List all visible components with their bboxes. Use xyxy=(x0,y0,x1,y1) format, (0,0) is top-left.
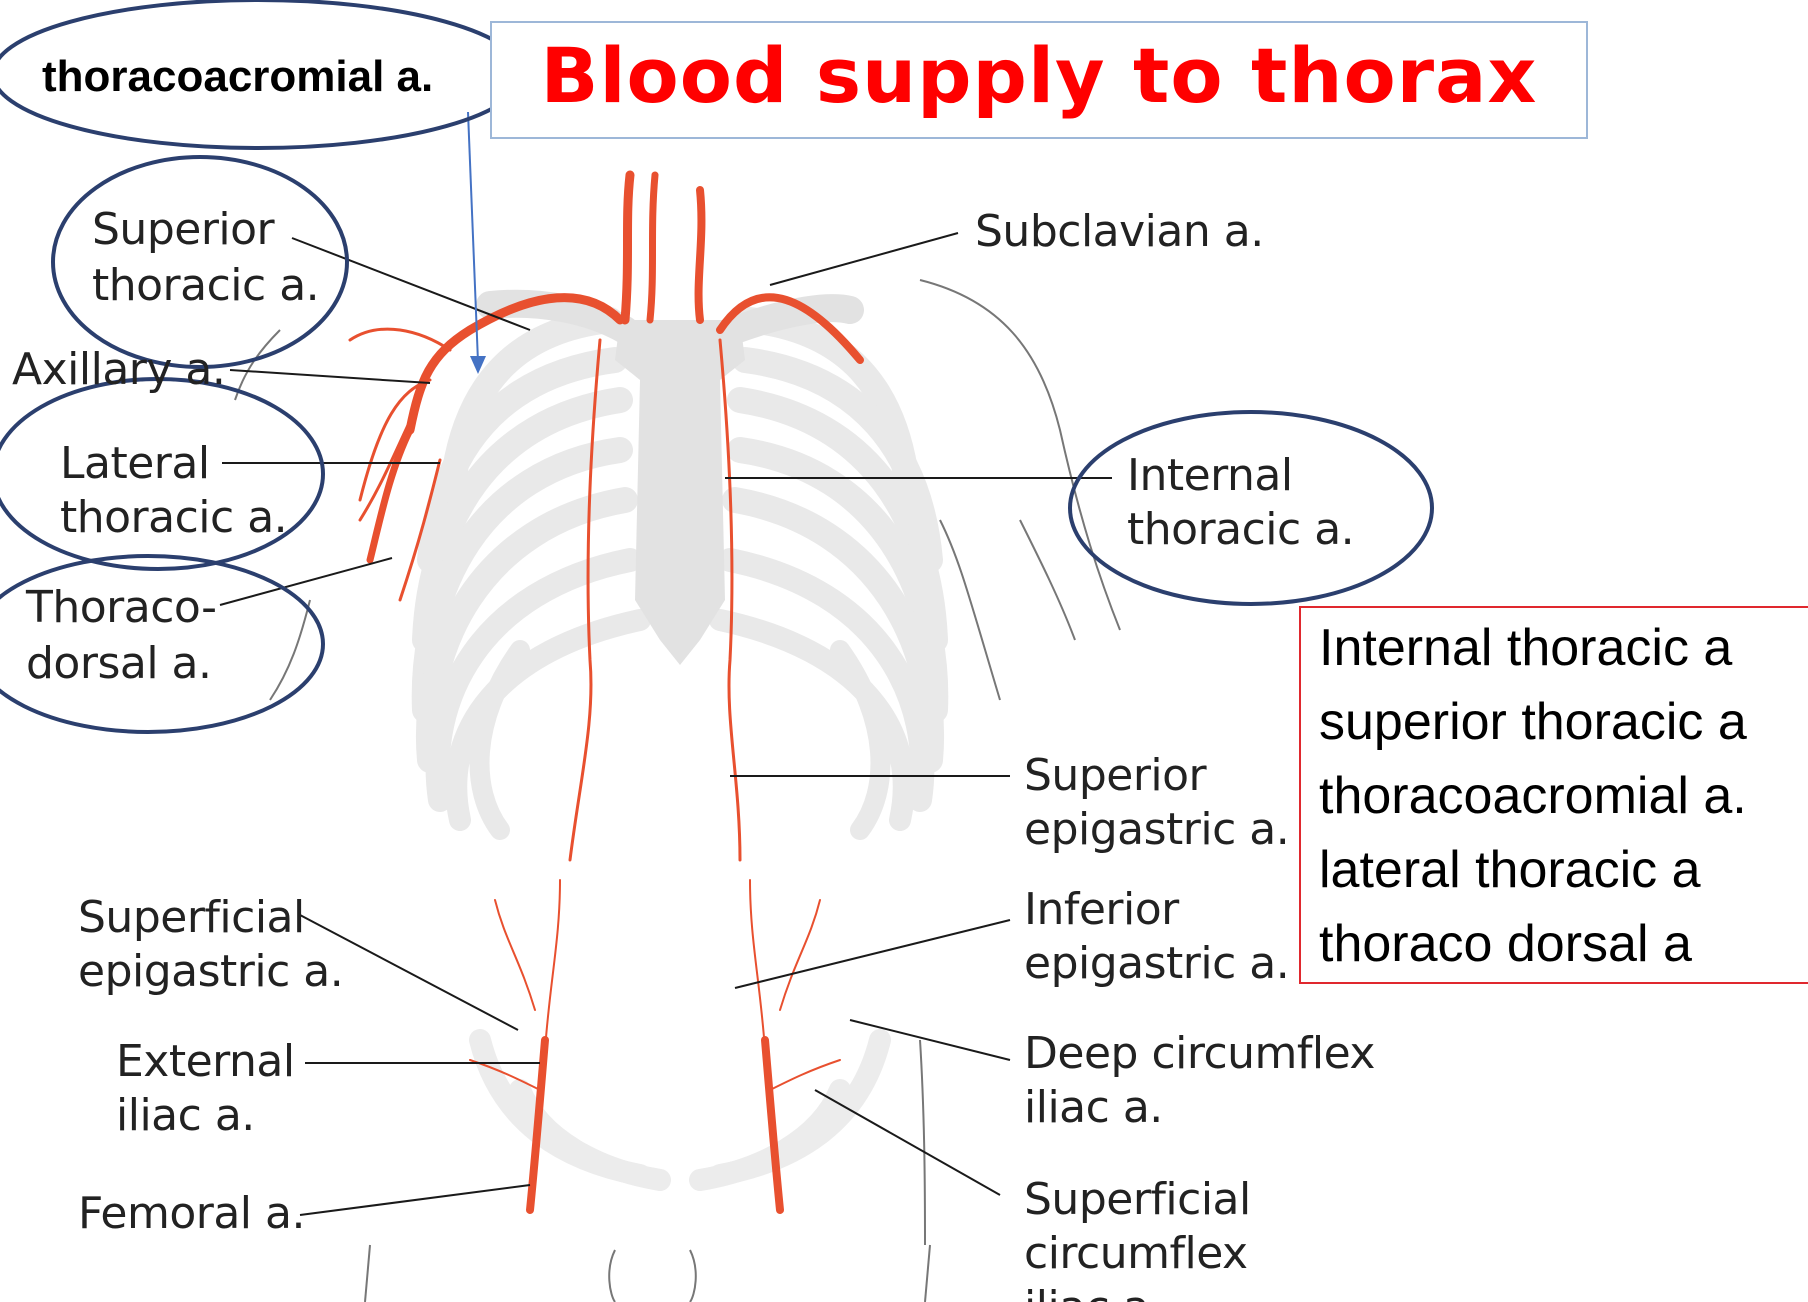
label-internal-thoracic-line1: Internal xyxy=(1127,450,1293,501)
thoracoacromial-arrow xyxy=(467,111,479,363)
note-line: Internal thoracic a xyxy=(1319,619,1733,677)
sternum xyxy=(615,320,745,665)
label-lateral-thoracic-line1: Lateral xyxy=(60,438,210,489)
label-superficial-circumflex-iliac-line1: Superficial xyxy=(1024,1174,1251,1225)
label-superior-thoracic-line1: Superior xyxy=(92,204,275,255)
arrowhead-icon xyxy=(470,356,486,374)
label-subclavian: Subclavian a. xyxy=(975,206,1264,257)
label-internal-thoracic-line2: thoracic a. xyxy=(1127,504,1355,555)
label-lateral-thoracic-line2: thoracic a. xyxy=(60,492,288,543)
note-line: thoracoacromial a. xyxy=(1319,767,1747,825)
label-superior-epigastric-line1: Superior xyxy=(1024,750,1207,801)
label-inferior-epigastric-line2: epigastric a. xyxy=(1024,938,1290,989)
note-line: lateral thoracic a xyxy=(1319,841,1701,899)
label-superior-thoracic-line2: thoracic a. xyxy=(92,260,320,311)
arteries xyxy=(348,170,864,1214)
label-external-iliac-line2: iliac a. xyxy=(116,1090,255,1141)
label-inferior-epigastric-line1: Inferior xyxy=(1024,884,1179,935)
label-femoral: Femoral a. xyxy=(78,1188,305,1239)
label-external-iliac-line1: External xyxy=(116,1036,295,1087)
leader-lines xyxy=(219,232,1112,1216)
label-superior-epigastric-line2: epigastric a. xyxy=(1024,804,1290,855)
label-superficial-circumflex-iliac-line2: circumflex xyxy=(1024,1228,1248,1279)
body-outline xyxy=(234,279,1121,1302)
notes-box: Internal thoracic a superior thoracic a … xyxy=(1299,606,1808,984)
label-superficial-circumflex-iliac-line3: iliac a. xyxy=(1024,1280,1163,1302)
label-axillary: Axillary a. xyxy=(12,344,226,395)
label-deep-circumflex-iliac-line2: iliac a. xyxy=(1024,1082,1163,1133)
title-box: Blood supply to thorax xyxy=(490,21,1588,139)
label-thoracoacromial: thoracoacromial a. xyxy=(42,52,434,101)
label-superficial-epigastric-line2: epigastric a. xyxy=(78,946,344,997)
label-thoracodorsal-line1: Thoraco- xyxy=(26,582,217,633)
note-line: superior thoracic a xyxy=(1319,693,1747,751)
slide-title: Blood supply to thorax xyxy=(540,31,1538,120)
label-superficial-epigastric-line1: Superficial xyxy=(78,892,305,943)
label-deep-circumflex-iliac-line1: Deep circumflex xyxy=(1024,1028,1375,1079)
note-line: thoraco dorsal a xyxy=(1319,915,1692,973)
label-thoracodorsal-line2: dorsal a. xyxy=(26,638,212,689)
